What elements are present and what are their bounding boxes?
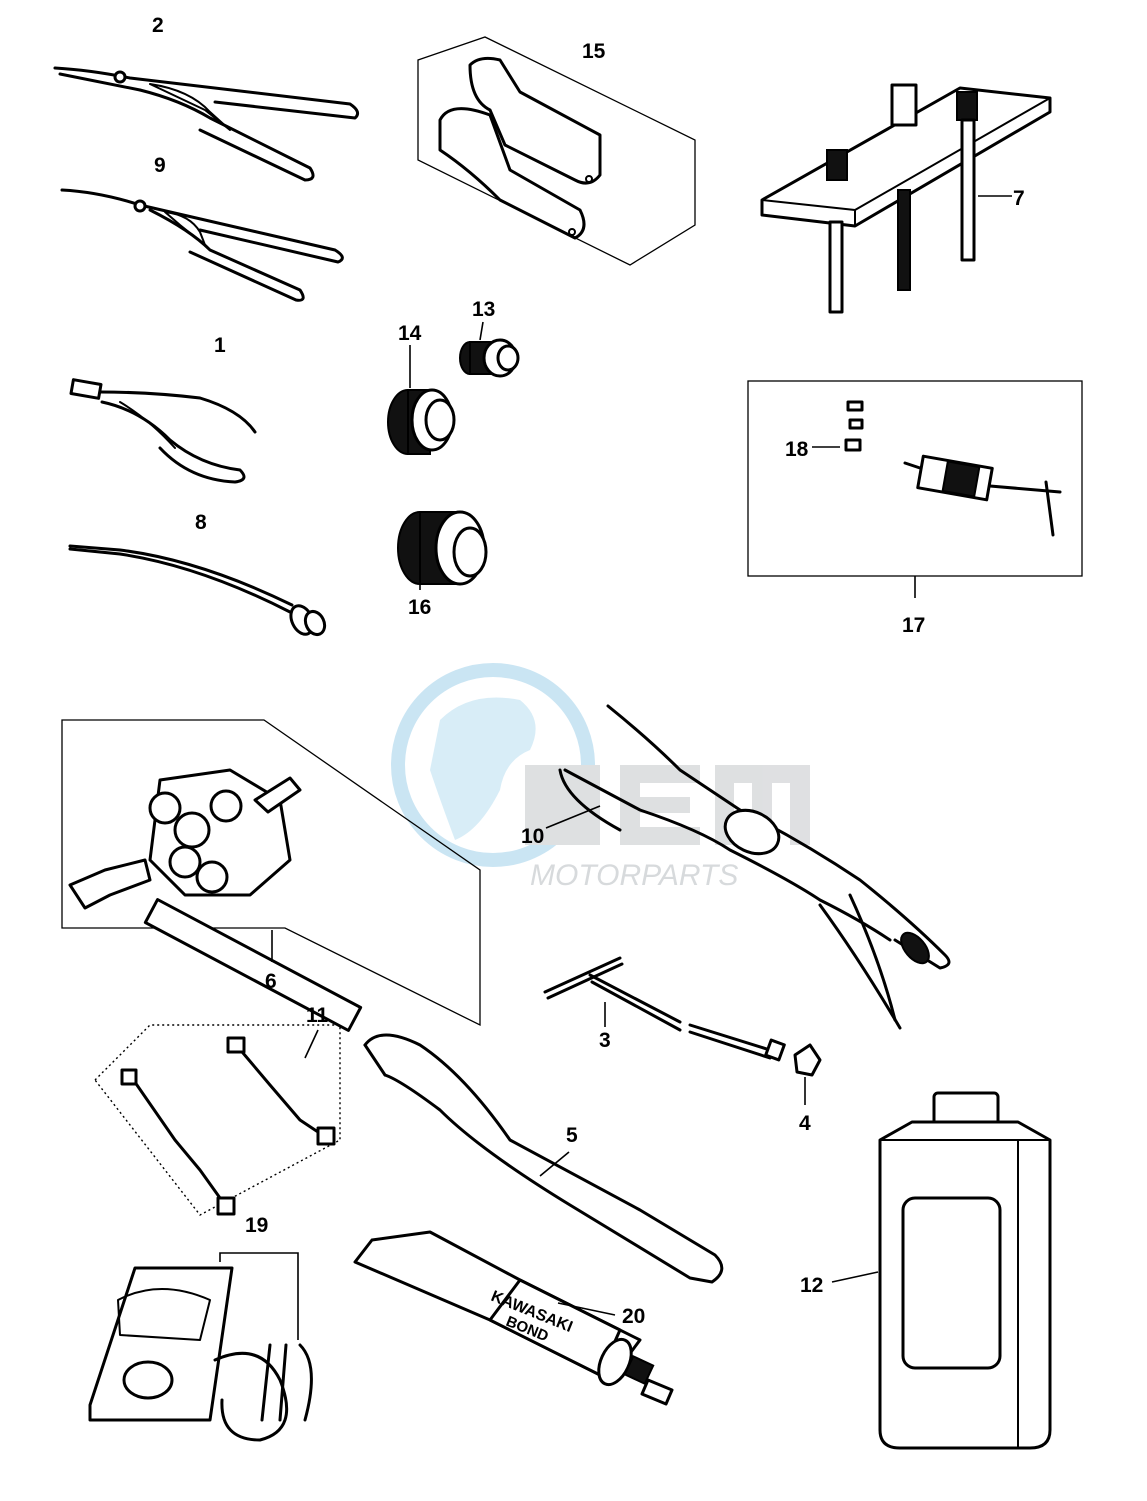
- callout-5: 5: [566, 1124, 578, 1147]
- callout-12: 12: [800, 1274, 823, 1297]
- callout-20: 20: [622, 1305, 645, 1328]
- callout-4: 4: [799, 1112, 811, 1135]
- part-7-puller: [760, 83, 1052, 314]
- globe-continents-icon: [430, 697, 536, 840]
- callout-14: 14: [398, 322, 422, 345]
- callout-18: 18: [785, 438, 809, 461]
- callout-1: 1: [214, 334, 226, 357]
- callout-9: 9: [154, 154, 166, 177]
- callout-13: 13: [472, 298, 495, 321]
- part-3-twrench: [543, 956, 786, 1062]
- part-5-spanner: [363, 1033, 724, 1284]
- callout-19: 19: [245, 1214, 268, 1237]
- part-11-adapters: [94, 1024, 341, 1216]
- callout-8: 8: [195, 511, 207, 534]
- part-8-rod: [68, 544, 327, 637]
- part-14-adapter: [387, 345, 456, 455]
- part-10-pliers: [545, 704, 951, 1030]
- callout-11: 11: [306, 1004, 329, 1027]
- part-13-adapter: [459, 321, 520, 378]
- callouts: 1 2 3 4 5 6 7 8 9 10 11 12 13 14 15 16 1…: [152, 14, 1025, 1328]
- part-15-spanners: [417, 36, 696, 266]
- callout-17: 17: [902, 614, 925, 637]
- part-16-adapter: [397, 510, 488, 590]
- part-12-bottle: [831, 1091, 1052, 1450]
- callout-16: 16: [408, 596, 431, 619]
- part-9-pliers: [60, 188, 344, 302]
- callout-3: 3: [599, 1029, 611, 1052]
- part-2-pliers: [53, 66, 360, 182]
- callout-10: 10: [521, 825, 544, 848]
- callout-6: 6: [265, 970, 277, 993]
- watermark-text: MOTORPARTS: [530, 859, 738, 892]
- part-17-kit: [747, 380, 1083, 598]
- part-6-holder: [61, 719, 481, 1032]
- part-4-nut: [793, 1043, 822, 1105]
- part-1-pliers: [69, 378, 257, 484]
- callout-15: 15: [582, 40, 606, 63]
- callout-7: 7: [1013, 187, 1025, 210]
- callout-2: 2: [152, 14, 164, 37]
- part-19-tester: [88, 1252, 313, 1442]
